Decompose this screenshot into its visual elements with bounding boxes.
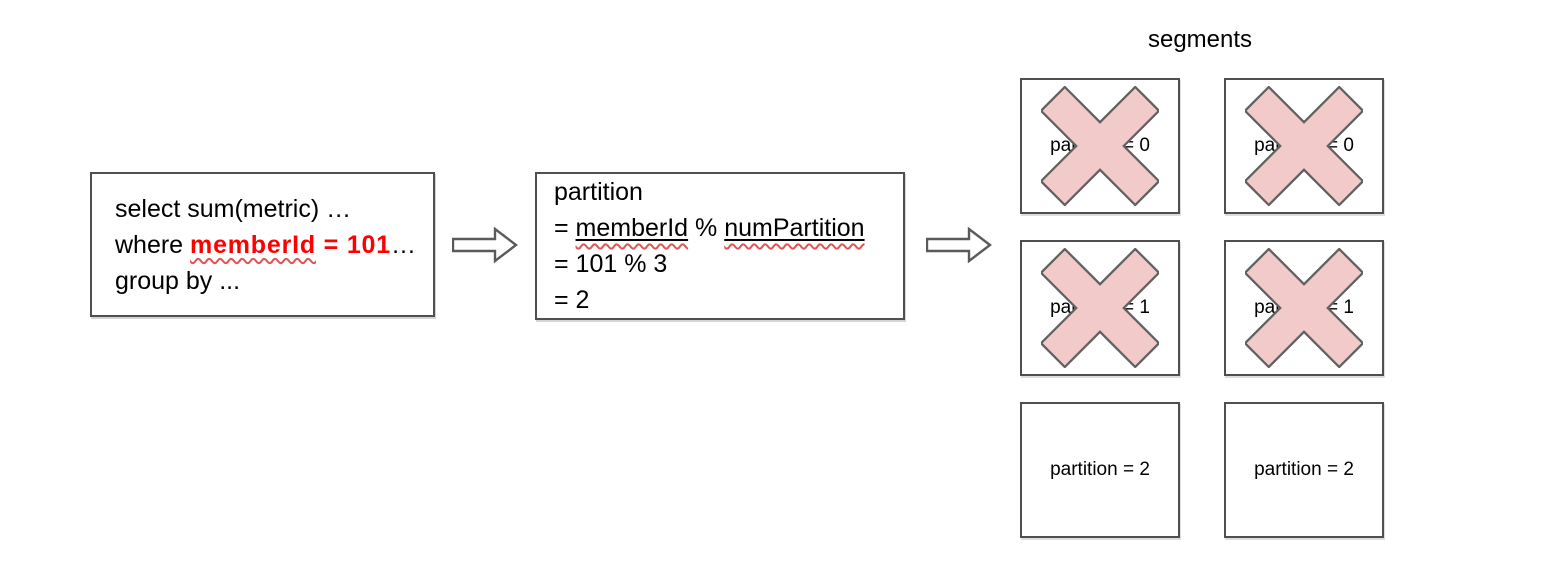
calc-line-values: = 101 % 3 <box>554 250 668 278</box>
query-line-where: where memberId = 101… <box>115 227 433 263</box>
highlight-equals-101: = 101 <box>315 230 391 259</box>
segment-cell: partition = 0 <box>1020 78 1180 214</box>
block-arrow-icon <box>926 227 992 263</box>
partition-calc-box: partition = memberId % numPartition = 10… <box>535 172 905 320</box>
segment-cell: partition = 2 <box>1224 402 1384 538</box>
highlight-memberid: memberId <box>190 230 316 259</box>
segment-cell: partition = 2 <box>1020 402 1180 538</box>
formula-equals: = <box>554 214 576 242</box>
formula-modulo: % <box>688 214 725 242</box>
segment-cell: partition = 1 <box>1020 240 1180 376</box>
segment-cell: partition = 0 <box>1224 78 1384 214</box>
segments-grid: partition = 0 partition = 0 partition = … <box>1020 78 1384 538</box>
calc-line-formula: = memberId % numPartition <box>554 210 903 246</box>
segment-label: partition = 2 <box>1050 459 1150 480</box>
block-arrow-icon <box>452 227 518 263</box>
segment-label: partition = 2 <box>1254 459 1354 480</box>
cross-icon <box>1041 86 1159 206</box>
query-box: select sum(metric) … where memberId = 10… <box>90 172 435 317</box>
cross-icon <box>1245 86 1363 206</box>
segments-title: segments <box>1147 26 1253 53</box>
formula-numpartition: numPartition <box>724 214 865 242</box>
query-line-select: select sum(metric) … <box>115 194 352 223</box>
where-suffix: … <box>390 230 416 259</box>
cross-icon <box>1041 248 1159 368</box>
query-line-groupby: group by ... <box>115 266 241 295</box>
calc-line-partition: partition <box>554 178 643 206</box>
segment-cell: partition = 1 <box>1224 240 1384 376</box>
calc-line-result: = 2 <box>554 286 590 314</box>
cross-icon <box>1245 248 1363 368</box>
formula-memberid: memberId <box>575 214 689 242</box>
where-prefix: where <box>115 230 191 259</box>
